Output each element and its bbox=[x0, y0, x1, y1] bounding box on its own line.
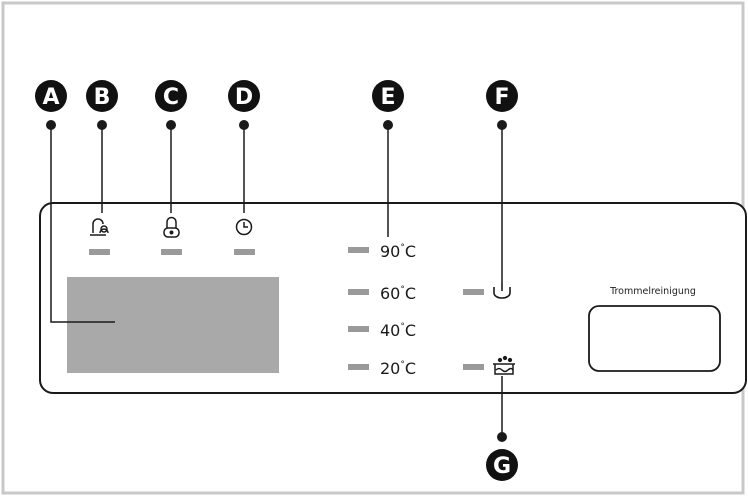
delay-timer-indicator bbox=[234, 249, 255, 255]
power-indicator bbox=[463, 289, 484, 295]
temp-40-indicator bbox=[348, 326, 369, 332]
callout-e: E bbox=[372, 80, 404, 112]
child-lock-indicator bbox=[89, 249, 110, 255]
temp-row-60: 60°C bbox=[348, 284, 416, 303]
child-lock-icon bbox=[90, 218, 109, 236]
leader-lines bbox=[50, 125, 503, 437]
callout-c-letter: C bbox=[163, 85, 179, 110]
temp-row-20: 20°C bbox=[348, 359, 416, 378]
temp-60-indicator bbox=[348, 289, 369, 295]
display-screen bbox=[67, 277, 279, 373]
temp-60-label: 60°C bbox=[380, 284, 416, 303]
callout-f: F bbox=[486, 80, 518, 112]
leader-line-a bbox=[50, 125, 115, 323]
door-lock-icon bbox=[163, 216, 180, 238]
temp-90-label: 90°C bbox=[380, 242, 416, 261]
callout-g-letter: G bbox=[493, 454, 511, 479]
clock-icon bbox=[235, 218, 253, 236]
callout-f-letter: F bbox=[494, 85, 509, 110]
callout-c: C bbox=[155, 80, 187, 112]
callout-d: D bbox=[228, 80, 260, 112]
temp-20-label: 20°C bbox=[380, 359, 416, 378]
leader-dots bbox=[46, 120, 507, 442]
drum-clean-icon bbox=[493, 355, 515, 375]
temp-row-90: 90°C bbox=[348, 242, 416, 261]
callout-a: A bbox=[35, 80, 67, 112]
drum-clean-button[interactable] bbox=[588, 305, 721, 372]
drum-clean-button-label: Trommelreinigung bbox=[609, 286, 696, 297]
callout-b-letter: B bbox=[94, 85, 111, 110]
callout-g: G bbox=[486, 449, 518, 481]
callout-b: B bbox=[86, 80, 118, 112]
callout-e-letter: E bbox=[380, 85, 395, 110]
temperature-list: 90°C 60°C 40°C 20°C bbox=[348, 242, 416, 378]
door-lock-indicator bbox=[161, 249, 182, 255]
callout-a-letter: A bbox=[42, 85, 59, 110]
callout-d-letter: D bbox=[235, 85, 253, 110]
temp-40-label: 40°C bbox=[380, 321, 416, 340]
drum-clean-indicator bbox=[463, 364, 484, 370]
temp-90-indicator bbox=[348, 247, 369, 253]
power-icon bbox=[493, 283, 511, 299]
temp-row-40: 40°C bbox=[348, 321, 416, 340]
temp-20-indicator bbox=[348, 364, 369, 370]
